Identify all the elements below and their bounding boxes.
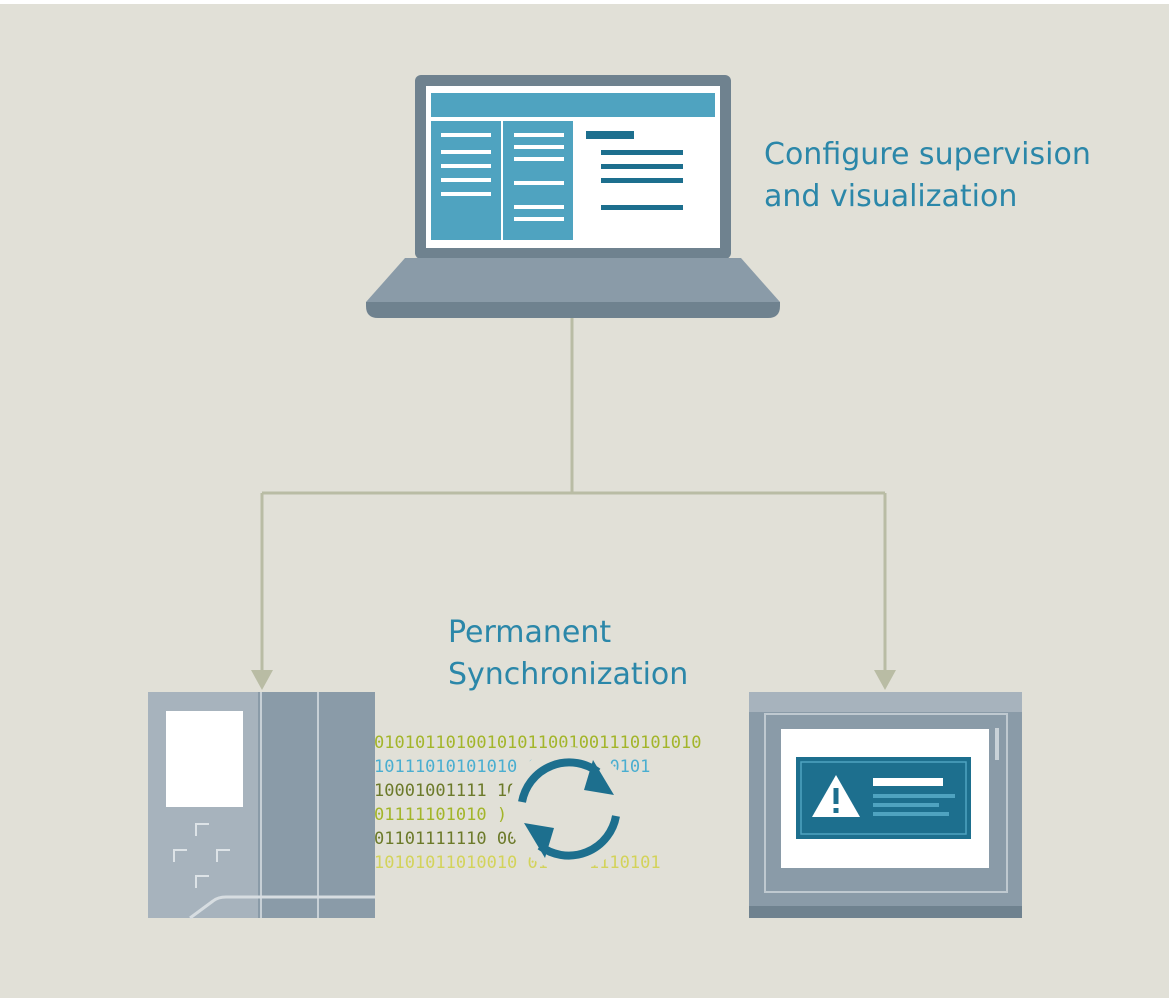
arrow-head-right [874, 670, 896, 690]
hmi-panel-icon [749, 692, 1022, 918]
sync-cycle-icon [507, 747, 631, 871]
laptop-icon [366, 75, 780, 318]
binary-row: 01010110100101011001001110101010 [374, 733, 702, 753]
sync-label: Permanent Synchronization [448, 612, 688, 696]
sync-label-line1: Permanent [448, 615, 612, 650]
warning-icon [812, 775, 860, 817]
sync-label-line2: Synchronization [448, 657, 689, 692]
plc-controller-icon [148, 692, 375, 920]
configure-label: Configure supervision and visualization [764, 134, 1091, 218]
binary-row: 10101011010010 0111111110101 [374, 853, 661, 873]
arrow-head-left [251, 670, 273, 690]
configure-label-line2: and visualization [764, 179, 1018, 214]
configure-label-line1: Configure supervision [764, 137, 1091, 172]
connector-lines [260, 318, 887, 672]
